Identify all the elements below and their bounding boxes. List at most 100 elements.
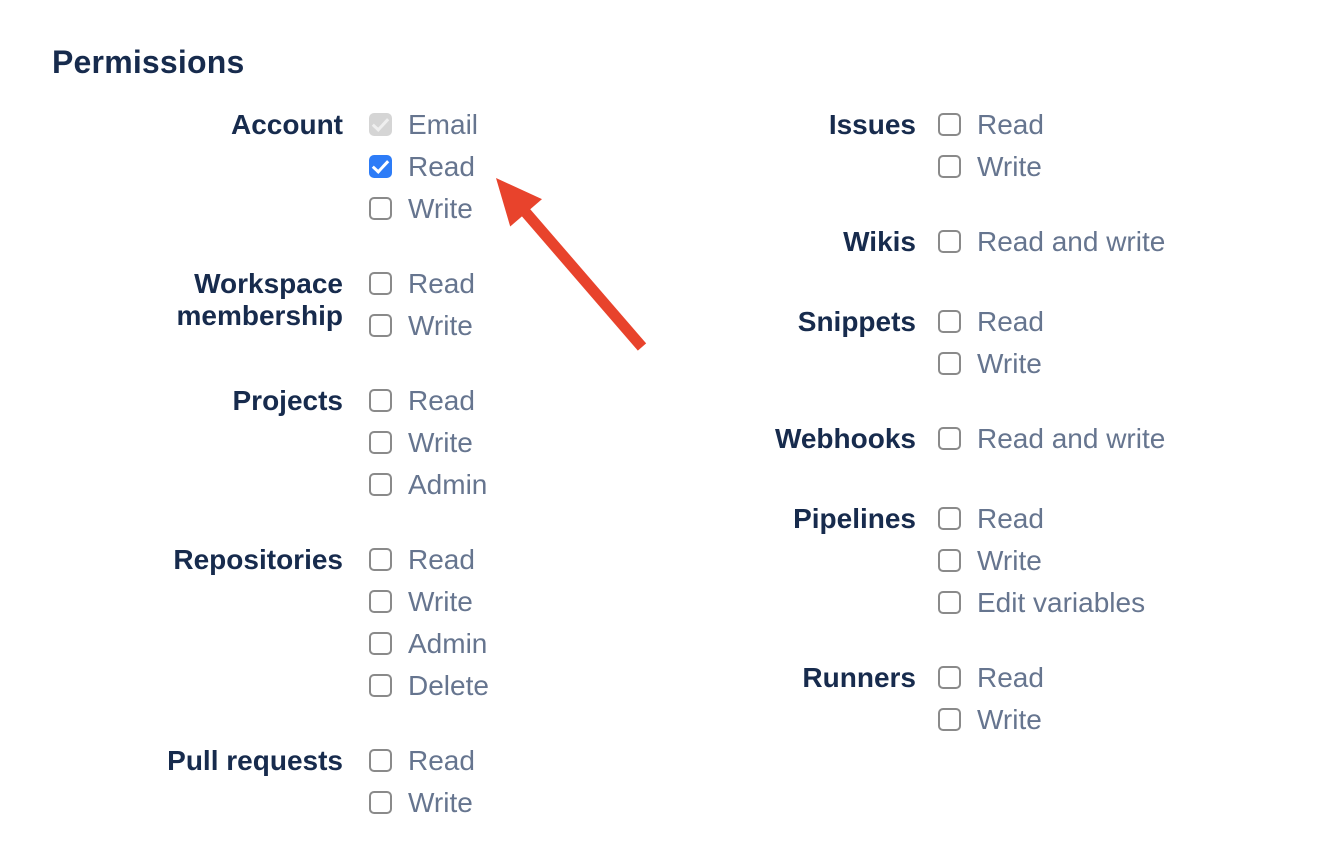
options-pull-requests: Read Write [369, 745, 688, 818]
option-pipelines-read[interactable]: Read [938, 503, 1322, 534]
option-label-snippets-read[interactable]: Read [977, 306, 1044, 337]
checkbox-issues-read[interactable] [938, 113, 961, 136]
option-label-pipelines-read[interactable]: Read [977, 503, 1044, 534]
section-label-webhooks: Webhooks [774, 423, 916, 454]
section-label-workspace-membership: Workspace membership [176, 268, 344, 331]
section-issues: Issues Read Write [688, 109, 1322, 182]
checkbox-account-email[interactable] [369, 113, 392, 136]
option-snippets-write[interactable]: Write [938, 348, 1322, 379]
option-workspace-membership-write[interactable]: Write [369, 310, 688, 341]
checkbox-pipelines-write[interactable] [938, 549, 961, 572]
checkbox-pull-requests-write[interactable] [369, 791, 392, 814]
section-workspace-membership: Workspace membership Read Write [52, 268, 688, 341]
option-account-read[interactable]: Read [369, 151, 688, 182]
options-projects: Read Write Admin [369, 385, 688, 500]
option-runners-read[interactable]: Read [938, 662, 1322, 693]
option-label-wikis-read-and-write[interactable]: Read and write [977, 226, 1166, 257]
section-label-projects: Projects [232, 385, 344, 416]
option-repositories-read[interactable]: Read [369, 544, 688, 575]
checkbox-snippets-read[interactable] [938, 310, 961, 333]
options-account: Email Read Write [369, 109, 688, 224]
checkbox-projects-write[interactable] [369, 431, 392, 454]
option-label-projects-admin[interactable]: Admin [408, 469, 488, 500]
checkbox-pipelines-read[interactable] [938, 507, 961, 530]
option-pipelines-edit-variables[interactable]: Edit variables [938, 587, 1322, 618]
permissions-column-1: Account Email Read Write Workspace membe… [52, 109, 688, 866]
option-label-pull-requests-read[interactable]: Read [408, 745, 475, 776]
option-label-runners-write[interactable]: Write [977, 704, 1042, 735]
checkbox-repositories-write[interactable] [369, 590, 392, 613]
checkbox-repositories-read[interactable] [369, 548, 392, 571]
section-label-account: Account [231, 109, 343, 140]
options-webhooks: Read and write [938, 423, 1322, 454]
option-label-issues-write[interactable]: Write [977, 151, 1042, 182]
checkbox-pipelines-edit-variables[interactable] [938, 591, 961, 614]
checkbox-webhooks-read-and-write[interactable] [938, 427, 961, 450]
option-projects-admin[interactable]: Admin [369, 469, 688, 500]
option-repositories-write[interactable]: Write [369, 586, 688, 617]
section-repositories: Repositories Read Write Admin Delete [52, 544, 688, 701]
option-runners-write[interactable]: Write [938, 704, 1322, 735]
section-label-pull-requests: Pull requests [167, 745, 343, 776]
option-label-account-write[interactable]: Write [408, 193, 473, 224]
permissions-column-2: Issues Read Write Wikis Read and write S… [688, 109, 1322, 866]
option-repositories-delete[interactable]: Delete [369, 670, 688, 701]
checkbox-wikis-read-and-write[interactable] [938, 230, 961, 253]
section-pipelines: Pipelines Read Write Edit variables [688, 503, 1322, 618]
option-label-pipelines-write[interactable]: Write [977, 545, 1042, 576]
option-projects-write[interactable]: Write [369, 427, 688, 458]
options-repositories: Read Write Admin Delete [369, 544, 688, 701]
section-label-repositories: Repositories [173, 544, 343, 575]
checkbox-runners-read[interactable] [938, 666, 961, 689]
checkbox-repositories-delete[interactable] [369, 674, 392, 697]
option-pull-requests-read[interactable]: Read [369, 745, 688, 776]
option-label-repositories-delete[interactable]: Delete [408, 670, 489, 701]
option-webhooks-read-and-write[interactable]: Read and write [938, 423, 1322, 454]
option-label-repositories-admin[interactable]: Admin [408, 628, 488, 659]
option-projects-read[interactable]: Read [369, 385, 688, 416]
option-label-account-read[interactable]: Read [408, 151, 475, 182]
option-label-webhooks-read-and-write[interactable]: Read and write [977, 423, 1166, 454]
options-pipelines: Read Write Edit variables [938, 503, 1322, 618]
checkbox-workspace-membership-read[interactable] [369, 272, 392, 295]
option-label-repositories-write[interactable]: Write [408, 586, 473, 617]
option-label-pull-requests-write[interactable]: Write [408, 787, 473, 818]
section-projects: Projects Read Write Admin [52, 385, 688, 500]
option-wikis-read-and-write[interactable]: Read and write [938, 226, 1322, 257]
checkbox-account-read[interactable] [369, 155, 392, 178]
checkbox-snippets-write[interactable] [938, 352, 961, 375]
option-pipelines-write[interactable]: Write [938, 545, 1322, 576]
checkbox-pull-requests-read[interactable] [369, 749, 392, 772]
checkbox-projects-admin[interactable] [369, 473, 392, 496]
option-issues-read[interactable]: Read [938, 109, 1322, 140]
checkbox-projects-read[interactable] [369, 389, 392, 412]
option-label-workspace-membership-write[interactable]: Write [408, 310, 473, 341]
section-wikis: Wikis Read and write [688, 226, 1322, 258]
option-account-write[interactable]: Write [369, 193, 688, 224]
checkbox-account-write[interactable] [369, 197, 392, 220]
option-snippets-read[interactable]: Read [938, 306, 1322, 337]
option-label-account-email[interactable]: Email [408, 109, 479, 140]
section-account: Account Email Read Write [52, 109, 688, 224]
option-label-repositories-read[interactable]: Read [408, 544, 475, 575]
option-account-email[interactable]: Email [369, 109, 688, 140]
permissions-columns: Account Email Read Write Workspace membe… [52, 109, 1322, 866]
option-label-runners-read[interactable]: Read [977, 662, 1044, 693]
option-label-projects-read[interactable]: Read [408, 385, 475, 416]
option-pull-requests-write[interactable]: Write [369, 787, 688, 818]
option-repositories-admin[interactable]: Admin [369, 628, 688, 659]
option-label-issues-read[interactable]: Read [977, 109, 1044, 140]
option-label-snippets-write[interactable]: Write [977, 348, 1042, 379]
option-issues-write[interactable]: Write [938, 151, 1322, 182]
checkbox-runners-write[interactable] [938, 708, 961, 731]
checkbox-repositories-admin[interactable] [369, 632, 392, 655]
option-label-workspace-membership-read[interactable]: Read [408, 268, 475, 299]
option-label-pipelines-edit-variables[interactable]: Edit variables [977, 587, 1146, 618]
checkbox-issues-write[interactable] [938, 155, 961, 178]
option-workspace-membership-read[interactable]: Read [369, 268, 688, 299]
section-label-issues: Issues [828, 109, 916, 140]
options-wikis: Read and write [938, 226, 1322, 257]
checkbox-workspace-membership-write[interactable] [369, 314, 392, 337]
option-label-projects-write[interactable]: Write [408, 427, 473, 458]
